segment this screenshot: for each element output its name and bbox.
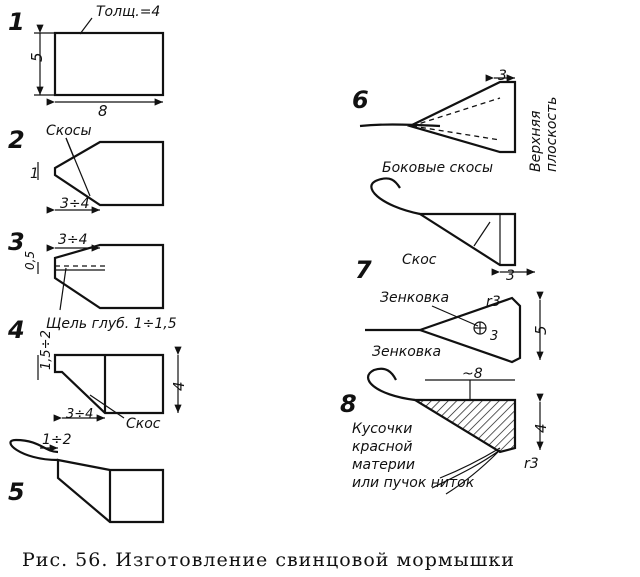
step-8-threads <box>431 447 501 495</box>
step-1-thickness-leader <box>79 17 93 35</box>
step-2-plate <box>53 140 165 207</box>
step-5-hook <box>9 438 59 462</box>
step-3: 3 3÷4 0,5 Щель глуб. 1÷1,5 <box>8 228 177 332</box>
step-3-plate <box>53 243 165 310</box>
step-1: 1 Толщ.=4 5 8 <box>8 4 165 120</box>
step-6-sidebevels-label: Боковые скосы <box>382 160 493 176</box>
step-6-hook <box>359 123 441 128</box>
step-6-dimtop-label: 3 <box>498 68 507 84</box>
step-8-r-label: r3 <box>524 456 539 472</box>
step-7-number: 7 <box>355 256 372 284</box>
figure-caption: Рис. 56. Изготовление свинцовой мормышки <box>22 549 515 571</box>
step-8-body <box>411 398 517 454</box>
step-7-r-label: r3 <box>486 294 501 310</box>
step-8-pieces1-label: Кусочки <box>352 421 412 437</box>
step-1-width-label: 8 <box>98 102 108 120</box>
step-3-number: 3 <box>8 228 25 256</box>
step-8-pieces4-label: или пучок ниток <box>352 475 475 491</box>
step-3-slot-label: Щель глуб. 1÷1,5 <box>46 316 177 332</box>
step-1-height-label: 5 <box>28 52 46 62</box>
step-6-number: 6 <box>352 86 369 114</box>
step-2-bevels-label: Скосы <box>46 123 92 139</box>
step-2-dim2-label: 3÷4 <box>60 196 90 212</box>
step-7-dimin-label: 3 <box>490 329 498 344</box>
step-8-dimtop-label: ~8 <box>462 366 483 382</box>
step-1-thickness-label: Толщ.=4 <box>96 4 160 20</box>
step-6-dimbottom-label: 3 <box>506 268 515 284</box>
step-6-topplane-label: Верхняяплоскость <box>528 97 560 173</box>
step-6-hook-2 <box>370 177 421 216</box>
step-4-dimside-label: 1,5÷2 <box>39 330 54 370</box>
step-1-plate <box>53 31 165 97</box>
step-5-dim-label: 1÷2 <box>42 432 72 448</box>
step-4-plate <box>53 353 165 415</box>
step-6: 6 3 Верхняяплоскость Боковые скосы Скос … <box>352 68 560 284</box>
step-7-dimright-label: 5 <box>532 325 550 335</box>
step-7-countersink2-label: Зенковка <box>372 344 441 360</box>
step-8-hook <box>367 367 416 402</box>
step-4-number: 4 <box>7 316 25 344</box>
step-4-dimright-label: 4 <box>170 381 188 391</box>
step-7-body <box>416 296 522 364</box>
step-1-number: 1 <box>8 8 25 36</box>
step-6-body-2 <box>416 212 517 267</box>
step-8-dimright-label: 4 <box>532 423 550 433</box>
step-8: 8 ~8 4 r3 Кусочки красной материи или пу… <box>340 366 550 495</box>
step-8-pieces2-label: красной <box>352 439 412 455</box>
step-2-number: 2 <box>8 126 25 154</box>
step-7: 7 Зенковка r3 3 5 Зенковка <box>355 256 550 364</box>
step-2-dim1-label: 1 <box>30 166 39 182</box>
step-4-dimbottom-label: 3÷4 <box>66 407 93 422</box>
step-8-pieces3-label: материи <box>352 457 415 473</box>
step-5: 5 1÷2 <box>8 432 165 524</box>
step-6-body <box>406 80 517 154</box>
step-3-dimtop-label: 3÷4 <box>58 232 88 248</box>
step-4-bevel-label: Скос <box>126 416 161 432</box>
step-5-number: 5 <box>8 478 25 506</box>
step-8-number: 8 <box>340 390 357 418</box>
step-4: 4 1,5÷2 4 3÷4 Скос <box>7 316 188 432</box>
step-6-bevel-label: Скос <box>402 252 437 268</box>
step-3-dimside-label: 0,5 <box>23 251 37 270</box>
step-2: 2 Скосы 1 3÷4 <box>8 123 165 214</box>
step-7-countersink-label: Зенковка <box>380 290 449 306</box>
